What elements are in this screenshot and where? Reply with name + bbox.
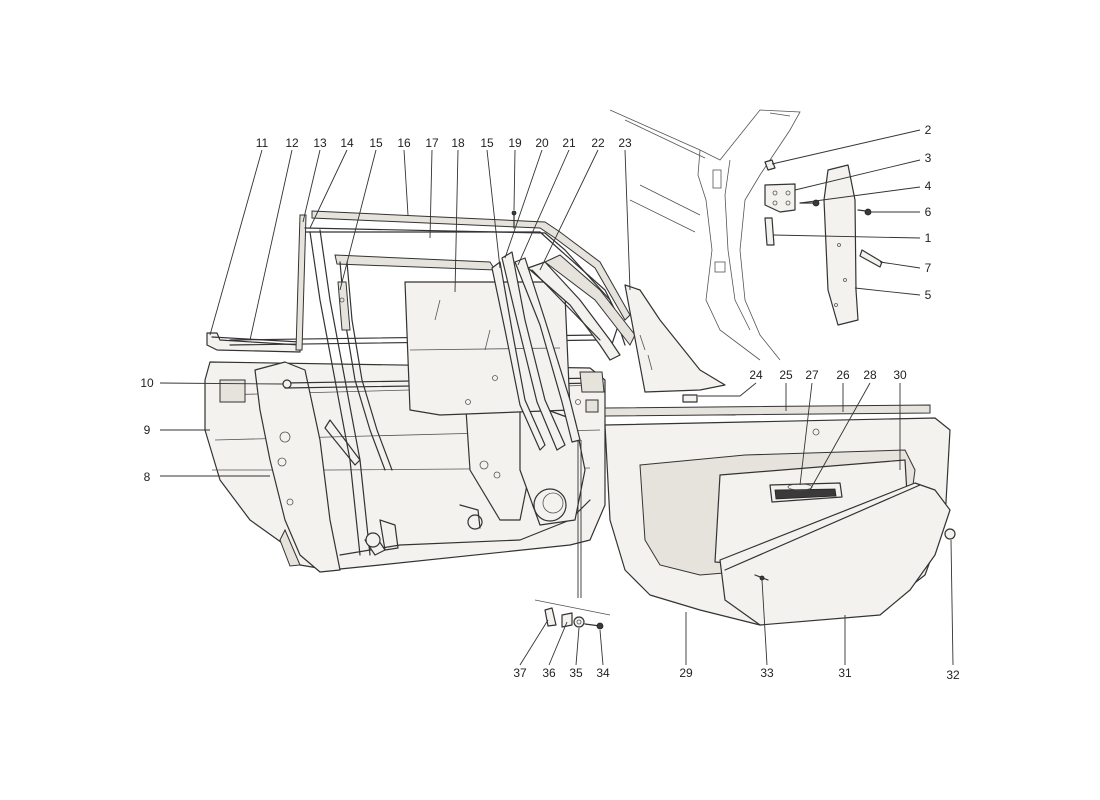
vent-window [624,284,736,416]
callout-12: 12 [285,136,299,150]
callout-4: 4 [925,179,932,193]
callout-37: 37 [513,666,527,680]
callout-30: 30 [893,368,907,382]
callout-1: 1 [925,231,932,245]
callout-24: 24 [749,368,763,382]
window-channels [491,210,636,451]
callout-26: 26 [836,368,850,382]
callout-16: 16 [397,136,411,150]
callout-6: 6 [925,205,932,219]
callout-14: 14 [340,136,354,150]
car-body-door-opening [609,109,801,361]
door-hinge-group [764,159,883,326]
callout-13: 13 [313,136,327,150]
callout-3: 3 [925,151,932,165]
callout-25: 25 [779,368,793,382]
door-shell [204,229,621,573]
callout-8: 8 [144,470,151,484]
callout-21: 21 [562,136,576,150]
callout-labels: 11 12 13 14 15 16 17 18 15 19 20 21 22 2… [140,123,960,682]
callout-29: 29 [679,666,693,680]
callout-33: 33 [760,666,774,680]
callout-20: 20 [535,136,549,150]
callout-5: 5 [925,288,932,302]
callout-9: 9 [144,423,151,437]
callout-15: 15 [369,136,383,150]
callout-17: 17 [425,136,439,150]
door-seals-and-rails [206,210,631,471]
callout-10: 10 [140,376,154,390]
callout-7: 7 [925,261,932,275]
door-trim-panel [604,404,956,626]
leader-lines [159,129,954,666]
callout-19: 19 [508,136,522,150]
fastener-detail [534,440,611,630]
callout-2: 2 [925,123,932,137]
callout-32: 32 [946,668,960,682]
callout-36: 36 [542,666,556,680]
callout-15-b: 15 [480,136,494,150]
callout-31: 31 [838,666,852,680]
callout-28: 28 [863,368,877,382]
callout-27: 27 [805,368,819,382]
callout-22: 22 [591,136,605,150]
callout-18: 18 [451,136,465,150]
callout-35: 35 [569,666,583,680]
callout-34: 34 [596,666,610,680]
callout-23: 23 [618,136,632,150]
callout-11: 11 [256,136,269,150]
